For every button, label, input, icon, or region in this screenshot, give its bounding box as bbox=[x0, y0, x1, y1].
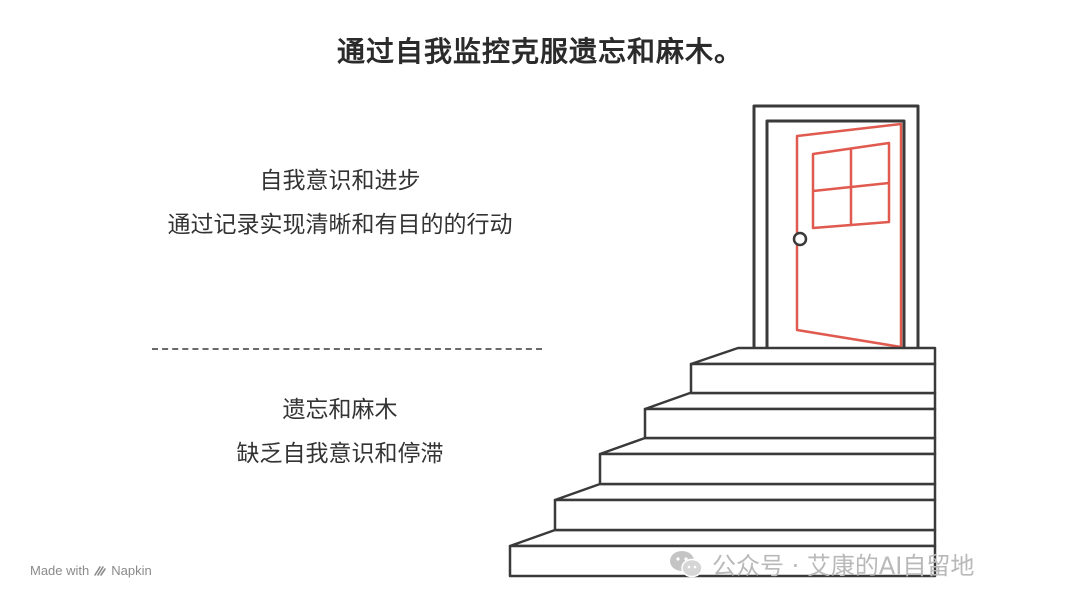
made-with-label: Made with bbox=[30, 563, 90, 578]
napkin-icon bbox=[94, 565, 107, 576]
open-door-icon bbox=[752, 104, 920, 352]
forgetting-description: 缺乏自我意识和停滞 bbox=[236, 441, 444, 467]
page-title: 通过自我监控克服遗忘和麻木。 bbox=[336, 35, 743, 68]
self-awareness-description: 通过记录实现清晰和有目的的行动 bbox=[167, 212, 513, 238]
watermark: 公众号 · 艾康的AI自留地 bbox=[668, 546, 974, 581]
forgetting-heading: 遗忘和麻木 bbox=[282, 397, 398, 423]
wechat-icon bbox=[670, 550, 703, 577]
made-with-napkin: Made with Napkin bbox=[30, 563, 152, 578]
napkin-brand: Napkin bbox=[111, 563, 152, 578]
self-awareness-heading: 自我意识和进步 bbox=[259, 168, 421, 194]
staircase-icon bbox=[508, 346, 937, 578]
watermark-text: 公众号 · 艾康的AI自留地 bbox=[712, 552, 975, 580]
dashed-divider bbox=[152, 348, 542, 350]
forgetting-block: 遗忘和麻木 缺乏自我意识和停滞 bbox=[150, 394, 530, 470]
self-awareness-block: 自我意识和进步 通过记录实现清晰和有目的的行动 bbox=[150, 165, 530, 241]
